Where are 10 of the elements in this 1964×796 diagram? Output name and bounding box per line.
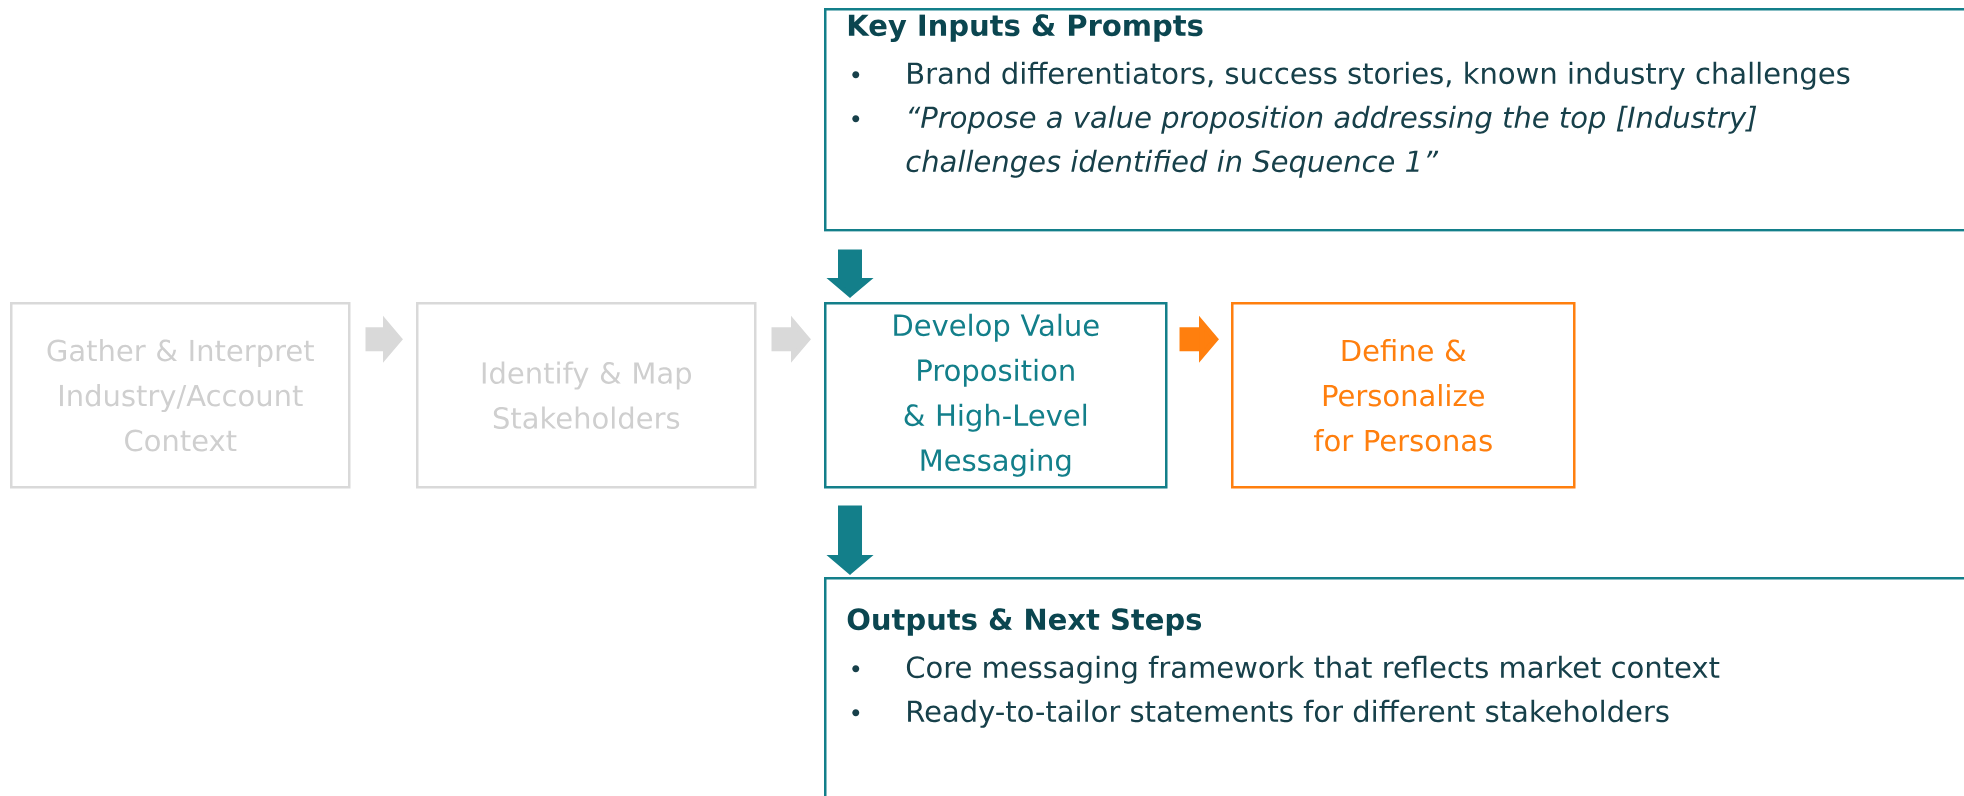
bullet-text: Ready-to-tailor statements for different stakeholders: [908, 699, 1669, 728]
process-box: Develop Value Proposition & High-Level Messaging: [824, 302, 1168, 489]
section-heading: Outputs & Next Steps: [847, 608, 1202, 636]
bullet-text: “Propose a value proposition addressing the top [Industry] challenges identified in Sequence 1”: [906, 105, 1757, 178]
info-panel: [824, 8, 1964, 232]
bullet-text: Core messaging framework that reflects market context: [906, 655, 1720, 684]
info-panel: [824, 577, 1964, 796]
section-heading: Key Inputs & Prompts: [848, 14, 1203, 43]
bullet-text: Brand differentiators, success stories, known industry challenges: [908, 61, 1850, 90]
process-box: Define & Personalize for Personas: [1231, 302, 1576, 489]
